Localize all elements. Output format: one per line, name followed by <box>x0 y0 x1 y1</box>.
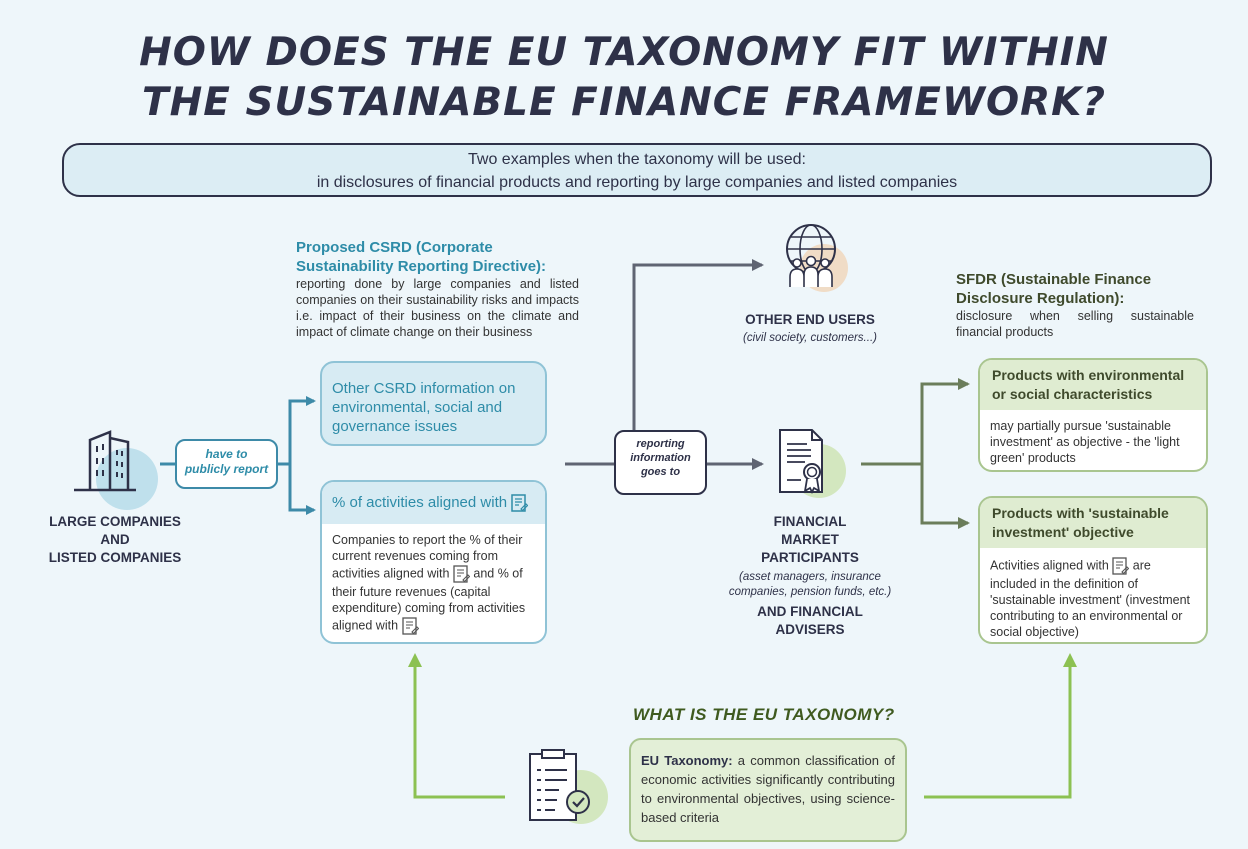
csrd-heading-2: Sustainability Reporting Directive): <box>296 258 547 275</box>
products-env-body: may partially pursue 'sustainable invest… <box>990 419 1180 465</box>
reporting-line-2: information <box>630 452 691 464</box>
csrd-description: Proposed CSRD (Corporate Sustainability … <box>296 238 579 340</box>
companies-line-2: AND <box>100 532 130 547</box>
reporting-information-pill: reporting information goes to <box>614 430 707 495</box>
fmp-line-5: ADVISERS <box>775 622 845 637</box>
products-sust-body-2: are included in the definition of 'susta… <box>990 558 1191 639</box>
aligned-activities-box: % of activities aligned with Companies t… <box>320 480 547 644</box>
companies-line-1: LARGE COMPANIES <box>49 514 181 529</box>
eu-taxonomy-definition-box: EU Taxonomy: a common classification of … <box>629 738 907 842</box>
page-title: HOW DOES THE EU TAXONOMY FIT WITHIN THE … <box>0 28 1248 128</box>
to-sust-products-arrow <box>920 464 970 529</box>
title-line-1: HOW DOES THE EU TAXONOMY FIT WITHIN <box>139 30 1109 75</box>
branch-to-aligned-arrow <box>288 464 316 515</box>
pill-line-2: publicly report <box>184 462 269 476</box>
branch-to-csrd-arrow <box>278 396 316 466</box>
sfdr-heading-1: SFDR (Sustainable Finance <box>956 271 1152 288</box>
aligned-body-2: and % of their future revenues (capital … <box>332 566 526 633</box>
aligned-body-1: Companies to report the % of their curre… <box>332 533 523 581</box>
products-env-header-2: or social characteristics <box>992 386 1153 402</box>
globe-people-icon <box>786 224 836 287</box>
taxonomy-document-icon <box>453 565 470 583</box>
fmp-examples: (asset managers, insurance companies, pe… <box>700 570 920 600</box>
other-csrd-box: Other CSRD information on environmental,… <box>320 361 547 446</box>
fmp-advisers: AND FINANCIAL ADVISERS <box>715 603 905 639</box>
fmp-sub-1: (asset managers, insurance <box>739 571 881 583</box>
banner-line-1: Two examples when the taxonomy will be u… <box>468 151 806 168</box>
taxonomy-document-icon <box>1112 557 1130 575</box>
reporting-line-3: goes to <box>640 466 681 478</box>
aligned-header-text: % of activities aligned with <box>332 494 508 511</box>
publicly-report-pill: have to publicly report <box>175 439 278 489</box>
taxonomy-document-icon <box>401 617 419 635</box>
fmp-line-3: PARTICIPANTS <box>761 550 859 565</box>
products-env-header: Products with environmental or social ch… <box>980 360 1206 410</box>
fmp-sub-2: companies, pension funds, etc.) <box>728 586 892 598</box>
end-users-title: OTHER END USERS <box>745 312 875 327</box>
aligned-body: Companies to report the % of their curre… <box>322 524 545 642</box>
products-sust-header: Products with 'sustainable investment' o… <box>980 498 1206 548</box>
companies-label: LARGE COMPANIES AND LISTED COMPANIES <box>30 513 200 567</box>
products-env-header-1: Products with environmental <box>992 367 1185 383</box>
banner-line-2: in disclosures of financial products and… <box>316 174 958 191</box>
what-is-heading: WHAT IS THE EU TAXONOMY? <box>633 705 895 724</box>
sfdr-text: disclosure when selling sustainable fina… <box>956 309 1194 339</box>
csrd-heading-1: Proposed CSRD (Corporate <box>296 239 493 256</box>
aligned-header: % of activities aligned with <box>322 482 545 525</box>
to-end-users-arrow <box>632 259 764 430</box>
pill-line-1: have to <box>205 447 248 461</box>
taxonomy-definition-label: EU Taxonomy: <box>641 753 733 768</box>
fmp-line-1: FINANCIAL <box>773 514 847 529</box>
taxonomy-to-products-arrow <box>924 653 1077 799</box>
intro-banner: Two examples when the taxonomy will be u… <box>62 143 1212 197</box>
certificate-icon <box>779 429 823 495</box>
products-sust-box: Products with 'sustainable investment' o… <box>978 496 1208 644</box>
taxonomy-to-aligned-arrow <box>408 653 505 799</box>
title-line-2: THE SUSTAINABLE FINANCE FRAMEWORK? <box>141 80 1106 125</box>
end-users-subtitle: (civil society, customers...) <box>743 332 877 344</box>
fmp-label: FINANCIAL MARKET PARTICIPANTS <box>715 513 905 567</box>
products-sust-body: Activities aligned with are included in … <box>980 548 1206 642</box>
companies-line-3: LISTED COMPANIES <box>48 550 182 565</box>
sfdr-heading-2: Disclosure Regulation): <box>956 290 1125 307</box>
csrd-text: reporting done by large companies and li… <box>296 277 579 339</box>
fmp-line-2: MARKET <box>781 532 839 547</box>
building-icon <box>74 430 136 492</box>
checklist-icon <box>529 749 590 821</box>
sfdr-description: SFDR (Sustainable Finance Disclosure Reg… <box>956 270 1194 340</box>
products-sust-header-1: Products with 'sustainable <box>992 505 1169 521</box>
reporting-line-1: reporting <box>636 438 685 450</box>
fmp-line-4: AND FINANCIAL <box>757 604 863 619</box>
taxonomy-definition-text: a common classification of economic acti… <box>641 753 895 825</box>
products-sust-body-1: Activities aligned with <box>990 558 1109 573</box>
taxonomy-document-icon <box>511 494 529 512</box>
other-csrd-text: Other CSRD information on environmental,… <box>332 380 516 435</box>
products-sust-header-2: investment' objective <box>992 524 1134 540</box>
products-env-box: Products with environmental or social ch… <box>978 358 1208 472</box>
to-env-products-arrow <box>920 378 970 464</box>
